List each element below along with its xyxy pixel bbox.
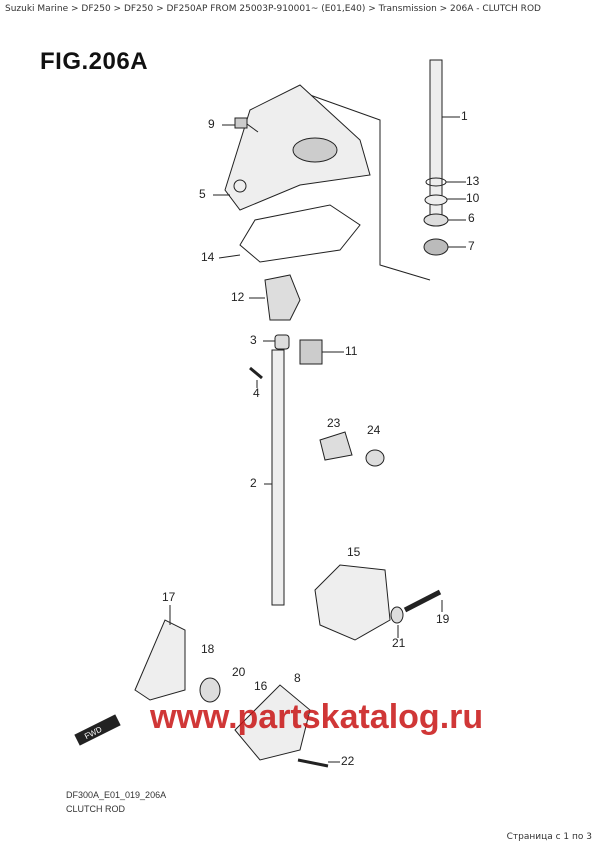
part-rings [423, 177, 449, 256]
callout-22[interactable]: 22 [341, 754, 355, 768]
leaders [169, 116, 466, 763]
leader-bracket [309, 94, 431, 281]
callout-16[interactable]: 16 [254, 679, 268, 693]
part-24 [365, 449, 385, 467]
part-gear-11 [299, 339, 323, 365]
part-housing-15 [314, 564, 391, 641]
callout-17[interactable]: 17 [162, 590, 176, 604]
part-3 [274, 334, 290, 350]
callout-13[interactable]: 13 [466, 174, 480, 188]
part-gasket-14 [239, 204, 361, 263]
part-rod-2 [271, 349, 285, 606]
callout-1[interactable]: 1 [461, 109, 468, 123]
part-pin-4 [249, 366, 263, 380]
callout-15[interactable]: 15 [347, 545, 361, 559]
callout-11[interactable]: 11 [345, 344, 358, 358]
callout-14[interactable]: 14 [201, 250, 215, 264]
callout-7[interactable]: 7 [468, 239, 475, 253]
part-cover-8 [234, 684, 311, 761]
part-18 [199, 677, 221, 703]
part-bolt-9 [234, 117, 259, 133]
figure-title: FIG.206A [40, 48, 149, 75]
fwd-arrow-icon [74, 714, 121, 746]
part-23 [319, 431, 353, 461]
watermark: www.partskatalog.ru [150, 698, 484, 736]
part-17 [134, 619, 186, 701]
callout-23[interactable]: 23 [327, 416, 341, 430]
callout-10[interactable]: 10 [466, 191, 480, 205]
callout-19[interactable]: 19 [436, 612, 450, 626]
callout-18[interactable]: 18 [201, 642, 215, 656]
callout-6[interactable]: 6 [468, 211, 475, 225]
callout-5[interactable]: 5 [199, 187, 206, 201]
callout-2[interactable]: 2 [250, 476, 257, 490]
callout-4[interactable]: 4 [253, 386, 260, 400]
callout-8[interactable]: 8 [294, 671, 301, 685]
caption: CLUTCH ROD [66, 804, 126, 814]
callout-12[interactable]: 12 [231, 290, 245, 304]
callout-9[interactable]: 9 [208, 117, 215, 131]
part-12 [264, 274, 301, 321]
part-21 [390, 606, 404, 624]
callout-21[interactable]: 21 [392, 636, 406, 650]
pagination[interactable]: Страница с 1 по 3 [506, 832, 592, 842]
part-bolt-22 [297, 758, 329, 768]
callout-20[interactable]: 20 [232, 665, 246, 679]
breadcrumb[interactable]: Suzuki Marine > DF250 > DF250 > DF250AP … [5, 4, 541, 14]
part-bolt-19 [403, 589, 442, 613]
callout-3[interactable]: 3 [250, 333, 257, 347]
callout-24[interactable]: 24 [367, 423, 381, 437]
drawing-code: DF300A_E01_019_206A [66, 790, 167, 800]
part-bracket-5 [224, 84, 371, 211]
